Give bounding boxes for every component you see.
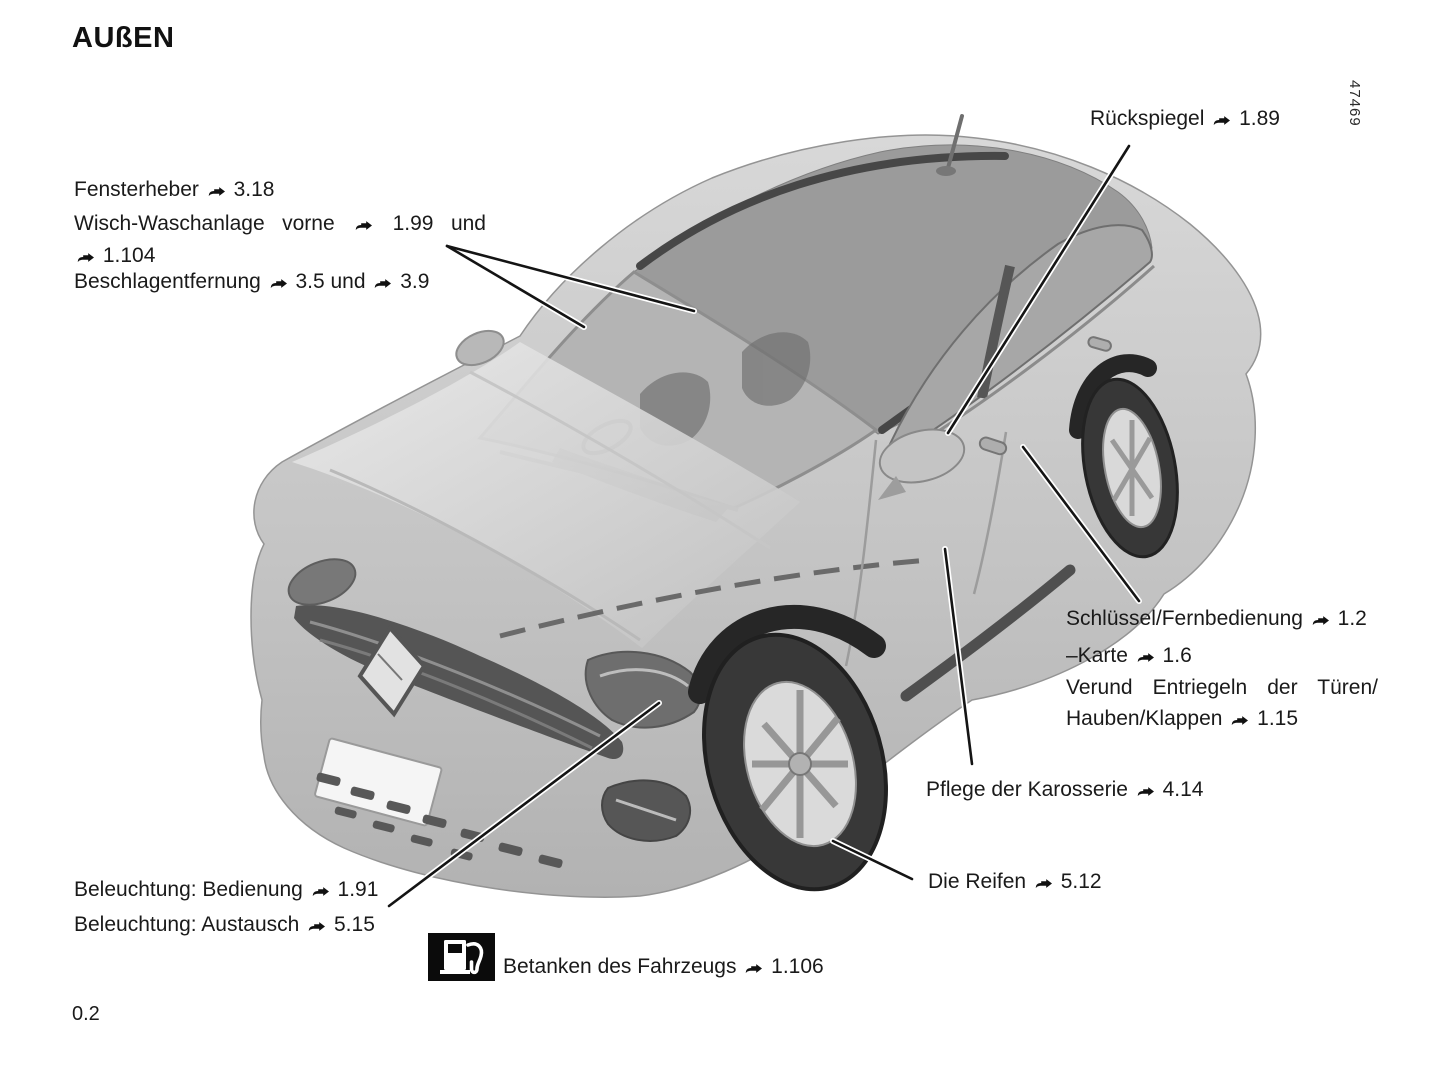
label-line: Die Reifen 5.12 bbox=[928, 866, 1102, 898]
label-rueckspiegel: Rückspiegel 1.89 bbox=[1090, 103, 1280, 135]
page-ref-arrow-icon bbox=[1312, 604, 1329, 635]
page-title: AUßEN bbox=[72, 22, 175, 54]
page-ref-arrow-icon bbox=[77, 241, 94, 272]
label-fensterheber: Fensterheber 3.18 bbox=[74, 174, 274, 206]
fuel-pump-icon bbox=[439, 940, 483, 975]
callout-line-reifen bbox=[831, 839, 914, 881]
page-ref-arrow-icon bbox=[270, 267, 287, 298]
renault-logo-inner bbox=[377, 653, 403, 681]
front-hub bbox=[788, 752, 812, 776]
hood-crease-2 bbox=[469, 370, 771, 550]
figure-code: 47469 bbox=[1346, 80, 1363, 127]
label-ver-entriegeln: Verund Entriegeln der Türen/Hauben/Klapp… bbox=[1066, 672, 1378, 735]
door-handle-rear bbox=[1087, 336, 1112, 352]
page-ref-arrow-icon bbox=[1137, 775, 1154, 806]
label-line: Pflege der Karosserie 4.14 bbox=[926, 774, 1204, 806]
hood bbox=[292, 342, 800, 648]
rocker-sill bbox=[900, 564, 1076, 702]
side-mirror-left bbox=[455, 329, 505, 367]
callout-line-pflege bbox=[943, 547, 974, 766]
page-ref-arrow-icon bbox=[312, 875, 329, 906]
upper-grille-strip bbox=[499, 557, 931, 639]
page-ref-arrow-icon bbox=[1213, 104, 1231, 135]
callout-line-wischwasch-b bbox=[445, 244, 696, 313]
rear-spokes bbox=[1109, 420, 1155, 516]
side-mirror-right-stalk bbox=[878, 476, 906, 500]
antenna bbox=[946, 114, 964, 170]
label-line: Fensterheber 3.18 bbox=[74, 174, 274, 206]
callout-lines bbox=[386, 143, 1142, 909]
grille-slat-1 bbox=[309, 620, 601, 738]
callout-line-rueckspiegel bbox=[946, 144, 1131, 435]
headlight-left bbox=[287, 558, 357, 606]
page-ref-arrow-icon bbox=[1137, 641, 1154, 672]
bumper-mesh bbox=[316, 772, 563, 868]
label-beleuchtung-austausch: Beleuchtung: Austausch 5.15 bbox=[74, 909, 375, 941]
roof-rail-left bbox=[636, 151, 1009, 270]
hood-crease-1 bbox=[329, 468, 641, 642]
label-betanken: Betanken des Fahrzeugs 1.106 bbox=[503, 951, 824, 983]
page-ref-arrow-icon bbox=[308, 910, 326, 941]
page-ref-arrow-icon bbox=[1231, 704, 1249, 735]
headlight-right-accent bbox=[599, 668, 689, 688]
label-line: Beleuchtung: Austausch 5.15 bbox=[74, 909, 375, 941]
page-number: 0.2 bbox=[72, 1003, 100, 1025]
label-line: Wisch-Waschanlage vorne 1.99 und bbox=[74, 208, 486, 240]
label-line: Rückspiegel 1.89 bbox=[1090, 103, 1280, 135]
label-line: Beschlagentfernung 3.5 und 3.9 bbox=[74, 266, 429, 298]
label-pflege-karosserie: Pflege der Karosserie 4.14 bbox=[926, 774, 1204, 806]
callout-line-beleuchtung bbox=[387, 701, 661, 908]
label-line: –Karte 1.6 bbox=[1066, 640, 1192, 672]
label-line: Verund Entriegeln der Türen/ bbox=[1066, 676, 1378, 699]
label-wisch-waschanlage: Wisch-Waschanlage vorne 1.99 und 1.104 bbox=[74, 208, 486, 272]
label-line: Hauben/Klappen 1.15 bbox=[1066, 703, 1378, 735]
antenna-base bbox=[936, 166, 956, 176]
grille-slat-2 bbox=[319, 638, 593, 750]
fuel-pump-badge bbox=[428, 933, 495, 981]
page-ref-arrow-icon bbox=[355, 209, 373, 240]
label-line: 1.104 bbox=[74, 240, 486, 272]
label-line: Beleuchtung: Bedienung 1.91 bbox=[74, 874, 378, 906]
license-plate bbox=[314, 737, 443, 827]
callout-line-wischwasch-a bbox=[445, 244, 586, 329]
page-ref-arrow-icon bbox=[208, 175, 225, 206]
label-karte: –Karte 1.6 bbox=[1066, 640, 1192, 672]
side-windows bbox=[888, 224, 1153, 454]
fog-light-accent bbox=[615, 798, 677, 822]
page-ref-arrow-icon bbox=[374, 267, 392, 298]
front-wheel-arch bbox=[688, 604, 886, 704]
page-ref-arrow-icon bbox=[1035, 867, 1052, 898]
renault-logo bbox=[357, 624, 427, 718]
label-line: Betanken des Fahrzeugs 1.106 bbox=[503, 951, 824, 983]
label-beleuchtung-bedienung: Beleuchtung: Bedienung 1.91 bbox=[74, 874, 378, 906]
label-die-reifen: Die Reifen 5.12 bbox=[928, 866, 1102, 898]
label-line: Schlüssel/Fernbedienung 1.2 bbox=[1066, 603, 1367, 635]
callout-line-schluessel bbox=[1021, 445, 1141, 603]
label-beschlagentfernung: Beschlagentfernung 3.5 und 3.9 bbox=[74, 266, 429, 298]
door-handle-front bbox=[978, 436, 1008, 456]
side-mirror-right bbox=[878, 428, 966, 484]
rear-wheel-arch bbox=[1069, 354, 1157, 439]
page-ref-arrow-icon bbox=[745, 952, 763, 983]
label-schluessel-fernbedienung: Schlüssel/Fernbedienung 1.2 bbox=[1066, 603, 1367, 635]
b-pillar bbox=[977, 264, 1015, 399]
